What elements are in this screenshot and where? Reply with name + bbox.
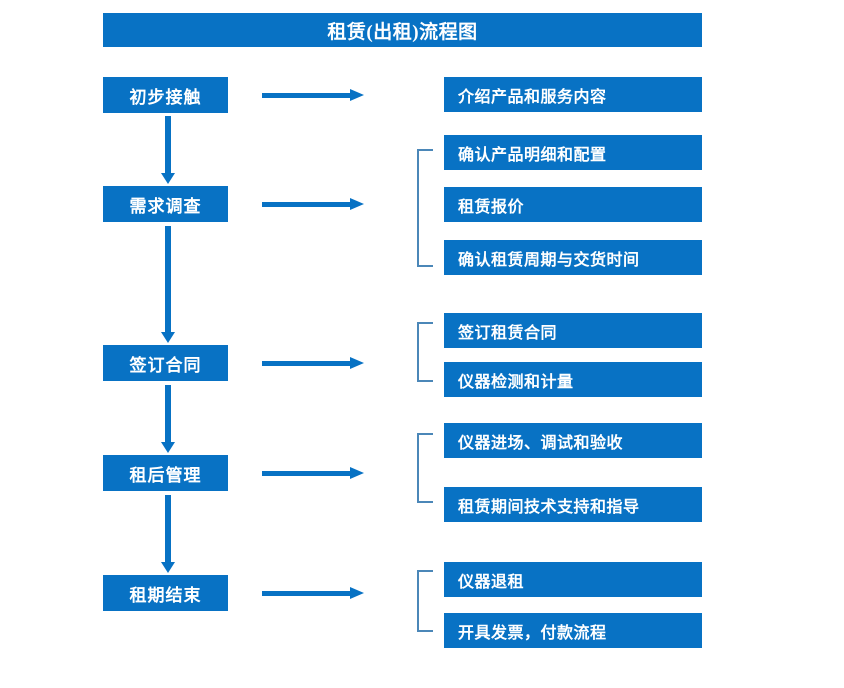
detail-box-3[interactable]: 租赁报价: [444, 187, 702, 222]
arrow-head-icon: [161, 332, 175, 343]
arrow-head-icon: [350, 587, 364, 599]
arrow-head-icon: [350, 198, 364, 210]
stage-box-2[interactable]: 需求调查: [103, 186, 228, 222]
vertical-arrow-4: [160, 495, 176, 573]
detail-box-5[interactable]: 签订租赁合同: [444, 313, 702, 348]
horizontal-arrow-4: [262, 465, 366, 481]
arrow-head-icon: [350, 357, 364, 369]
detail-box-10[interactable]: 开具发票，付款流程: [444, 613, 702, 648]
arrow-shaft: [165, 385, 171, 442]
arrow-head-icon: [161, 442, 175, 453]
arrow-head-icon: [350, 89, 364, 101]
stage-box-4[interactable]: 租后管理: [103, 455, 228, 491]
arrow-shaft: [262, 361, 352, 366]
detail-box-7[interactable]: 仪器进场、调试和验收: [444, 423, 702, 458]
arrow-shaft: [165, 226, 171, 332]
detail-box-8[interactable]: 租赁期间技术支持和指导: [444, 487, 702, 522]
stage-box-3[interactable]: 签订合同: [103, 345, 228, 381]
stage-box-1[interactable]: 初步接触: [103, 77, 228, 113]
vertical-arrow-1: [160, 116, 176, 184]
detail-box-1[interactable]: 介绍产品和服务内容: [444, 77, 702, 112]
group-bracket-3: [417, 433, 433, 503]
arrow-shaft: [262, 93, 352, 98]
detail-box-9[interactable]: 仪器退租: [444, 562, 702, 597]
arrow-shaft: [262, 202, 352, 207]
vertical-arrow-2: [160, 226, 176, 343]
stage-box-5[interactable]: 租期结束: [103, 575, 228, 611]
arrow-shaft: [262, 471, 352, 476]
detail-box-2[interactable]: 确认产品明细和配置: [444, 135, 702, 170]
arrow-head-icon: [161, 173, 175, 184]
diagram-title: 租赁(出租)流程图: [103, 13, 702, 47]
horizontal-arrow-5: [262, 585, 366, 601]
horizontal-arrow-2: [262, 196, 366, 212]
detail-box-6[interactable]: 仪器检测和计量: [444, 362, 702, 397]
vertical-arrow-3: [160, 385, 176, 453]
group-bracket-1: [417, 149, 433, 267]
arrow-head-icon: [161, 562, 175, 573]
arrow-shaft: [262, 591, 352, 596]
group-bracket-4: [417, 570, 433, 632]
horizontal-arrow-1: [262, 87, 366, 103]
group-bracket-2: [417, 322, 433, 382]
arrow-shaft: [165, 495, 171, 562]
horizontal-arrow-3: [262, 355, 366, 371]
arrow-head-icon: [350, 467, 364, 479]
detail-box-4[interactable]: 确认租赁周期与交货时间: [444, 240, 702, 275]
arrow-shaft: [165, 116, 171, 173]
